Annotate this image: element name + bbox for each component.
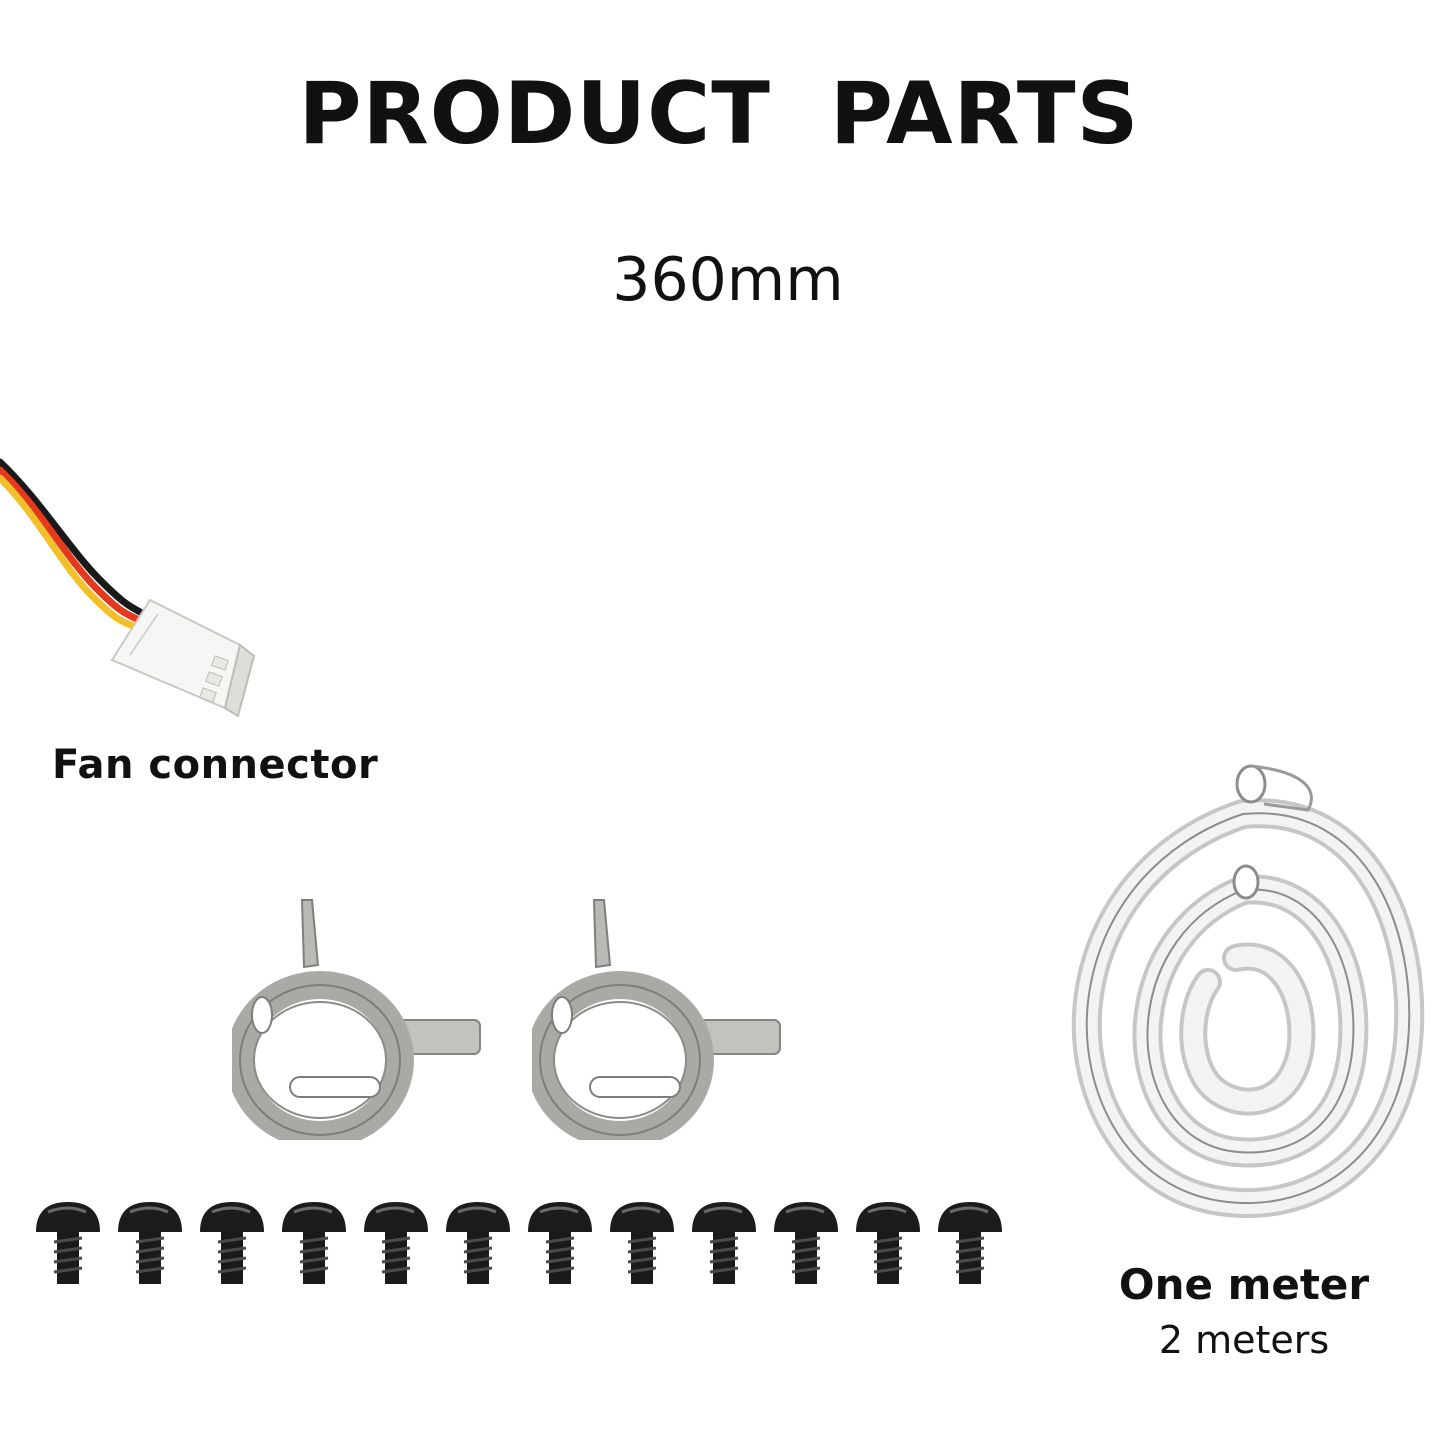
coiled-tube-icon <box>1071 764 1425 1219</box>
screw-icon <box>364 1202 428 1284</box>
fan-connector-icon <box>0 458 256 718</box>
tube-length-label: One meter <box>1118 1260 1370 1309</box>
screw-icon <box>938 1202 1002 1284</box>
size-label: 360mm <box>612 245 844 315</box>
hose-clamp-icon <box>232 899 481 1140</box>
screw-icon <box>856 1202 920 1284</box>
screw-icon <box>36 1202 100 1284</box>
screw-icon <box>200 1202 264 1284</box>
screw-icon <box>282 1202 346 1284</box>
screw-icon <box>774 1202 838 1284</box>
screw-icon <box>446 1202 510 1284</box>
page-title: PRODUCT PARTS <box>298 64 1140 164</box>
hose-clamp-icon <box>532 899 781 1140</box>
screw-icon <box>118 1202 182 1284</box>
screw-icon <box>528 1202 592 1284</box>
tube-length-sublabel: 2 meters <box>1158 1318 1330 1362</box>
screw-icon <box>610 1202 674 1284</box>
fan-connector-label: Fan connector <box>52 742 379 788</box>
screw-icon <box>692 1202 756 1284</box>
